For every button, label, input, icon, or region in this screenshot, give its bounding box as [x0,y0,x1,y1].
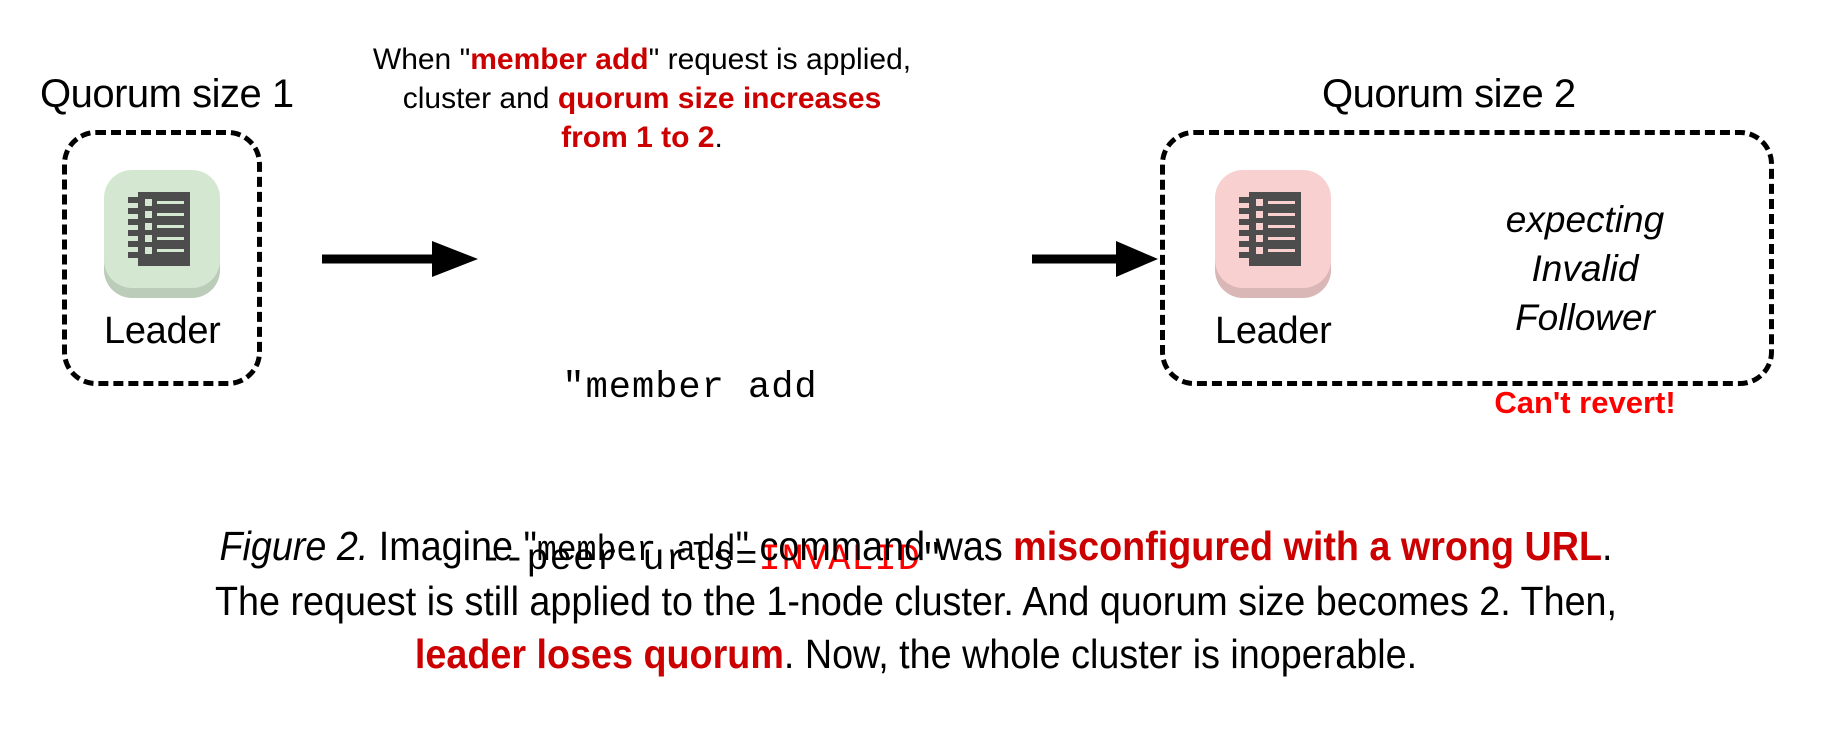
caption-line-3: leader loses quorum. Now, the whole clus… [73,628,1758,681]
caption-figure-label: Figure 2. [219,523,369,569]
command-invalid-value: INVALID [758,538,921,581]
top-note-from-1-to-2: from 1 to 2 [561,121,715,154]
left-cluster-title: Quorum size 1 [40,72,294,116]
left-node: Leader [104,170,221,350]
top-annotation: When "member add" request is applied, cl… [352,40,932,157]
right-node: Leader [1215,170,1332,350]
command-flag: --peer-urls= [480,538,759,581]
caption-part-4: . Now, the whole cluster is inoperable. [783,631,1418,678]
right-cluster-box [1160,130,1774,386]
right-cluster-title: Quorum size 2 [1322,72,1576,116]
cant-revert-alert: Can't revert! [1494,385,1676,420]
left-node-label: Leader [104,310,221,352]
top-note-quorum-increase: quorum size increases [557,82,882,115]
caption-mono-command: member add [536,530,736,571]
caption-part-1: Imagine " [368,523,537,569]
command-text: "member add --peer-urls=INVALID" [480,245,943,704]
caption-line-1: Figure 2. Imagine "member add" command w… [73,520,1758,575]
right-node-icon-wrap [1215,170,1332,298]
caption-part-3: . [1602,523,1613,569]
caption-part-2: " command was [735,523,1014,569]
right-arrow-icon [1032,241,1158,277]
status-line-2: Invalid [1531,248,1639,290]
top-note-member-add: member add [470,43,649,76]
right-status-note: expecting Invalid Follower [1420,195,1750,343]
status-line-1: expecting [1505,199,1665,240]
caption-highlight-1: misconfigured with a wrong URL [1013,523,1603,569]
left-cluster-box [62,130,262,386]
top-note-line1-c: " request is applied, [648,43,912,76]
figure-caption: Figure 2. Imagine "member add" command w… [73,520,1758,681]
caption-line-2: The request is still applied to the 1-no… [214,577,1618,624]
top-note-line3-c: . [714,121,723,154]
command-line-1: "member add [562,366,818,409]
caption-highlight-2: leader loses quorum [414,631,784,678]
right-node-label: Leader [1215,310,1332,352]
server-rack-icon [128,192,191,266]
left-node-icon-wrap [104,170,221,298]
command-line-2: --peer-urls=INVALID" [480,532,943,589]
top-note-line1-a: When " [372,43,471,76]
server-rack-icon [1239,192,1302,266]
top-note-line2-a: cluster and [402,82,558,115]
status-line-3: Follower [1515,297,1655,339]
left-arrow-icon [322,241,478,277]
command-close-quote: " [920,538,945,581]
